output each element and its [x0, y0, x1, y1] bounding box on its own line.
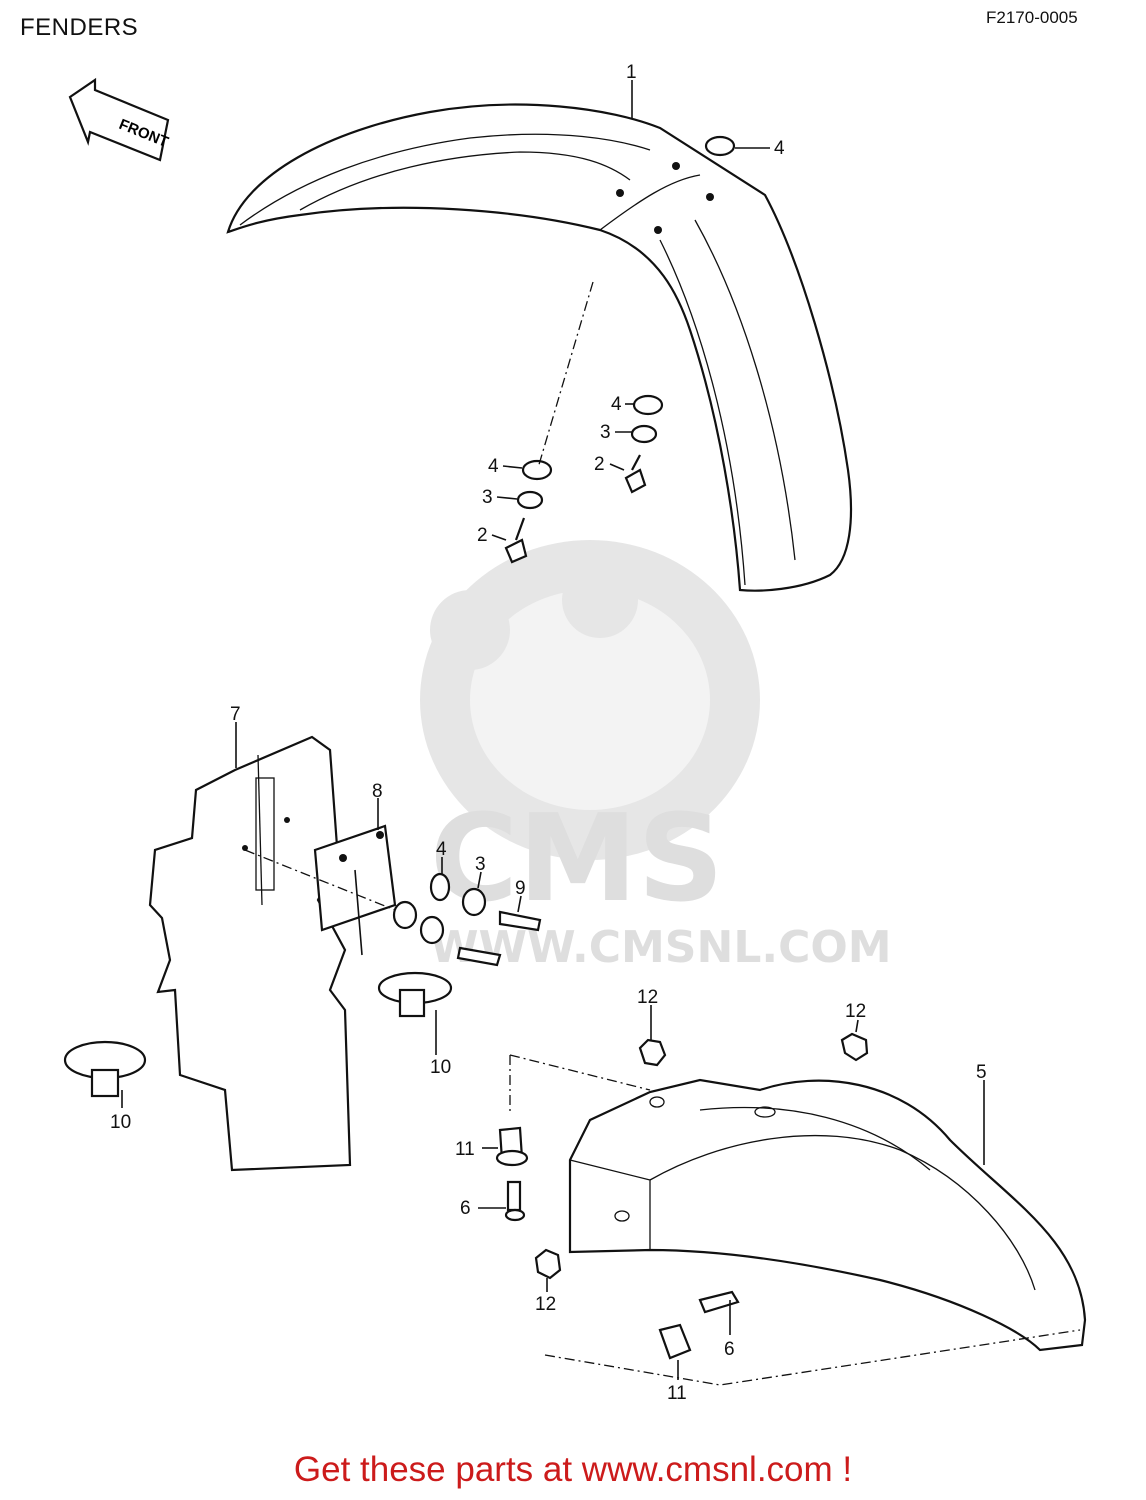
callout-7: 7	[230, 704, 241, 725]
callout-1: 1	[626, 62, 637, 83]
callout-4: 4	[774, 138, 785, 159]
callout-12: 12	[637, 987, 658, 1008]
callout-3: 3	[482, 487, 493, 508]
rear-hardware	[495, 1032, 869, 1360]
footer-link[interactable]: Get these parts at www.cmsnl.com !	[293, 1450, 853, 1489]
callout-11: 11	[667, 1383, 687, 1404]
front-fender	[226, 103, 853, 592]
mud-flap	[148, 735, 352, 1172]
watermark-url: WWW.CMSNL.COM	[430, 922, 892, 973]
callout-4: 4	[611, 394, 622, 415]
bracket	[244, 824, 397, 956]
callout-3: 3	[475, 854, 486, 875]
page-title: FENDERS	[20, 14, 139, 41]
leader-lines	[121, 80, 985, 1380]
callout-8: 8	[372, 781, 383, 802]
clamp-middle	[377, 971, 453, 1018]
callout-10: 10	[110, 1112, 131, 1133]
cms-watermark: CMS WWW.CMSNL.COM	[420, 540, 892, 973]
callout-10: 10	[430, 1057, 451, 1078]
clamp-left	[63, 1040, 147, 1098]
callout-6: 6	[724, 1339, 735, 1360]
callout-11: 11	[455, 1139, 475, 1160]
callout-6: 6	[460, 1198, 471, 1219]
callout-12: 12	[535, 1294, 556, 1315]
rear-fender	[509, 1054, 1087, 1386]
callout-4: 4	[488, 456, 499, 477]
callout-labels: 1 4 4 3 2 4 3 2 7 8 4 3 9 10 10 12 12 5 …	[110, 62, 987, 1404]
callout-2: 2	[477, 525, 488, 546]
middle-hardware	[392, 872, 542, 967]
diagram-code: F2170-0005	[986, 8, 1078, 27]
callout-9: 9	[515, 878, 526, 899]
front-hardware	[504, 135, 736, 564]
front-arrow-icon: FRONT	[68, 77, 171, 162]
callout-3: 3	[600, 422, 611, 443]
callout-4: 4	[436, 839, 447, 860]
callout-2: 2	[594, 454, 605, 475]
callout-5: 5	[976, 1062, 987, 1083]
callout-12: 12	[845, 1001, 866, 1022]
